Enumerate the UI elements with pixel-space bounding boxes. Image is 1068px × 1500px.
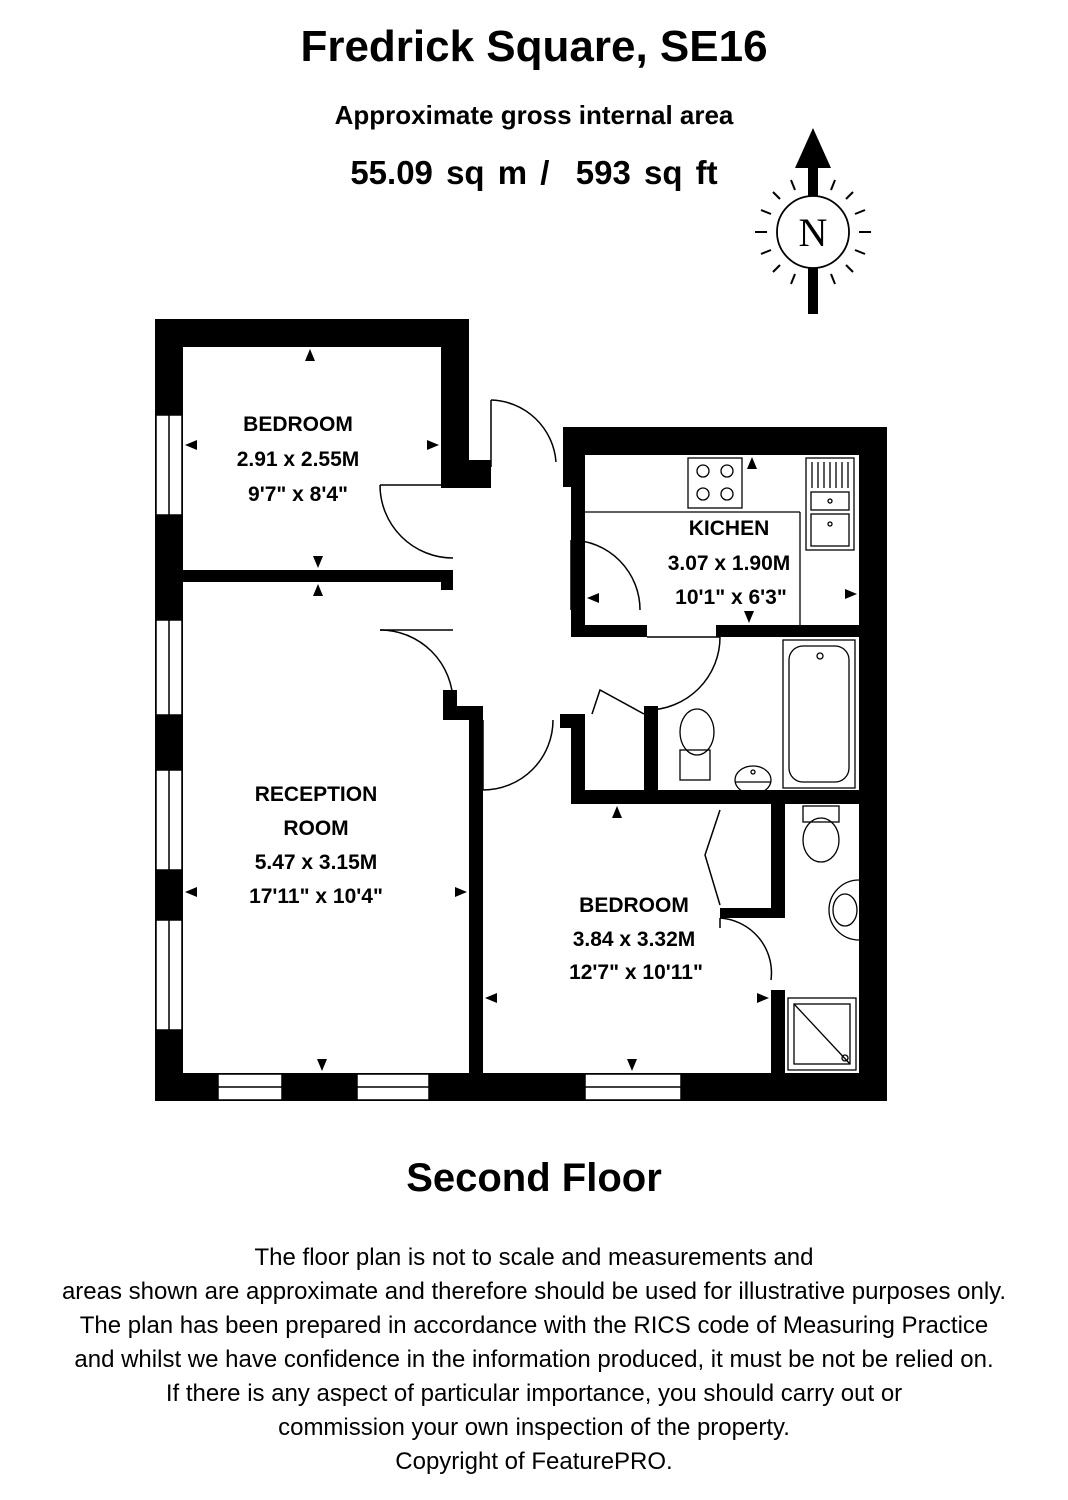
shower-icon [787, 997, 857, 1071]
disclaimer: The floor plan is not to scale and measu… [0, 1241, 1068, 1479]
disclaimer-line: If there is any aspect of particular imp… [165, 1380, 903, 1407]
room-reception: RECEPTION ROOM 5.47 x 3.15M 17'11" x 10'… [249, 783, 383, 908]
hob-icon [687, 457, 743, 509]
room-imperial: 9'7" x 8'4" [248, 483, 348, 506]
room-imperial: 17'11" x 10'4" [249, 885, 383, 908]
area-subtitle: Approximate gross internal area [334, 100, 734, 130]
dimension-arrows [185, 349, 857, 1071]
room-bedroom-1: BEDROOM 2.91 x 2.55M 9'7" x 8'4" [237, 413, 360, 506]
room-metric: 3.84 x 3.32M [573, 928, 696, 951]
plan-title: Fredrick Square, SE16 [300, 22, 768, 71]
floor-label: Second Floor [406, 1156, 662, 1200]
north-compass-icon: N [755, 128, 871, 314]
room-name: RECEPTION [255, 783, 378, 806]
room-imperial: 10'1" x 6'3" [675, 586, 787, 609]
fixtures [585, 457, 860, 1071]
room-name: KICHEN [689, 517, 770, 540]
room-bedroom-2: BEDROOM 3.84 x 3.32M 12'7" x 10'11" [569, 894, 703, 984]
windows [155, 414, 682, 1101]
disclaimer-line: commission your own inspection of the pr… [278, 1414, 790, 1441]
room-name: BEDROOM [579, 894, 689, 917]
disclaimer-line: The floor plan is not to scale and measu… [254, 1244, 814, 1271]
toilet-icon [679, 708, 715, 781]
doors [379, 399, 773, 981]
room-imperial: 12'7" x 10'11" [569, 961, 703, 984]
disclaimer-line: The plan has been prepared in accordance… [79, 1312, 989, 1339]
compass-letter: N [799, 210, 828, 255]
area-value: 55.09 sq m / 593 sq ft [350, 154, 718, 191]
room-name: BEDROOM [243, 413, 353, 436]
ensuite-toilet-icon [802, 805, 840, 863]
walls [155, 319, 887, 1101]
copyright: Copyright of FeaturePRO. [395, 1448, 673, 1475]
basin-icon [734, 765, 772, 795]
bathtub-icon [782, 639, 856, 789]
ensuite-basin-icon [828, 879, 860, 941]
room-metric: 2.91 x 2.55M [237, 448, 360, 471]
disclaimer-line: areas shown are approximate and therefor… [61, 1278, 1007, 1305]
room-metric: 3.07 x 1.90M [668, 552, 791, 575]
room-kitchen: KICHEN 3.07 x 1.90M 10'1" x 6'3" [668, 517, 791, 609]
sink-icon [810, 462, 850, 547]
disclaimer-line: and whilst we have confidence in the inf… [74, 1346, 994, 1373]
room-metric: 5.47 x 3.15M [255, 851, 378, 874]
room-name-2: ROOM [283, 817, 348, 840]
